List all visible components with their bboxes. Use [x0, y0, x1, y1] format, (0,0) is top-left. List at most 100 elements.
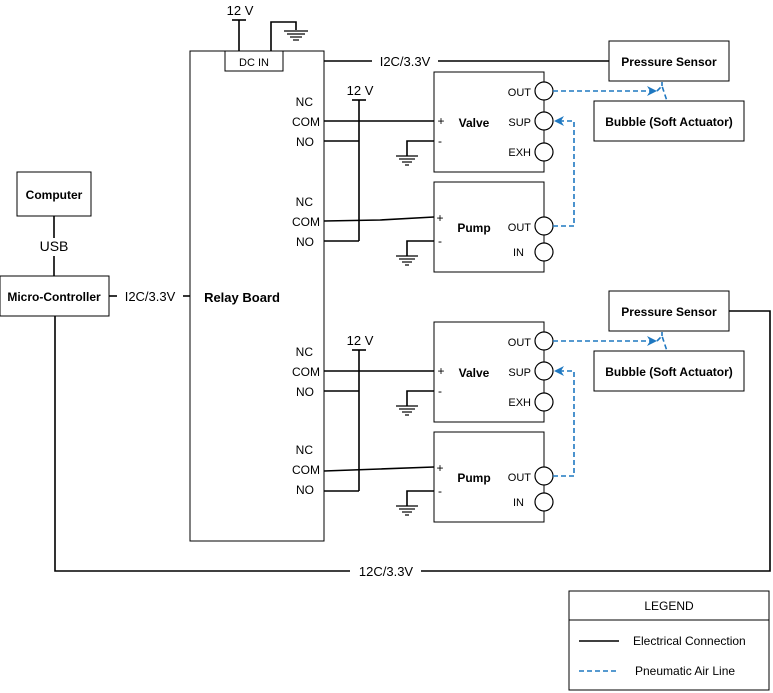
- legend-pneumatic-label: Pneumatic Air Line: [635, 664, 735, 678]
- valve-b-12v-label: 12 V: [347, 333, 374, 348]
- valve-a-label: Valve: [459, 116, 490, 130]
- valve-b-out-port: [534, 331, 554, 351]
- pump-a-in-label: IN: [513, 247, 524, 259]
- bubble-a-box: [593, 100, 745, 142]
- air-line-to-bubble-b: [656, 334, 668, 352]
- relay3-com-label: COM: [292, 365, 320, 379]
- valve-a-sup-label: SUP: [508, 117, 531, 129]
- valve-a-exh-label: EXH: [508, 147, 531, 159]
- ground-icon: [396, 505, 418, 516]
- ground-icon: [396, 405, 418, 416]
- air-line-pump-b-to-valve-b: [553, 370, 575, 477]
- dc-in-connector: [224, 50, 284, 72]
- i2c-bottom-bus: 12C/3.3V: [54, 310, 771, 579]
- valve-b-label: Valve: [459, 366, 490, 380]
- relay2-com-wire: [323, 216, 435, 222]
- valve-b-exh-port: [534, 392, 554, 412]
- pressure-sensor-a-label: Pressure Sensor: [621, 55, 717, 69]
- controller-section: Computer USB Micro-Controller I2C/3.3V: [0, 171, 190, 317]
- valve-b-minus: -: [438, 384, 442, 398]
- pump-b-in-port: [534, 492, 554, 512]
- valve-a-minus: -: [438, 134, 442, 148]
- valve-a-sup-port: [534, 111, 554, 131]
- valve-b-sup-port: [534, 361, 554, 381]
- channel-b: 12 V Valve + - OUT SUP EXH Pump + - OUT …: [323, 290, 745, 523]
- relay2-no-label: NO: [296, 235, 314, 249]
- relay4-com-wire: [323, 466, 435, 472]
- i2c-label-top: I2C/3.3V: [380, 54, 431, 69]
- bubble-b-label: Bubble (Soft Actuator): [605, 365, 733, 379]
- relay-board: DC IN Relay Board NC COM NO NC COM NO NC…: [189, 50, 325, 542]
- power-input: 12 V: [227, 3, 308, 52]
- pump-a-label: Pump: [457, 221, 490, 235]
- micro-controller-label: Micro-Controller: [7, 290, 101, 304]
- valve-a-12v-label: 12 V: [347, 83, 374, 98]
- valve-b-sup-label: SUP: [508, 367, 531, 379]
- pressure-sensor-b-box: [608, 290, 730, 332]
- pump-a-box: [433, 181, 545, 273]
- pump-b-box: [433, 431, 545, 523]
- relay3-nc-label: NC: [296, 345, 314, 359]
- valve-b-ground-wire: [406, 390, 434, 406]
- relay3-no-label: NO: [296, 385, 314, 399]
- i2c-bottom-wire-right: [421, 310, 771, 572]
- ground-icon: [396, 255, 418, 266]
- air-arrow-sensor-b: [647, 336, 657, 346]
- pump-a-in-port: [534, 242, 554, 262]
- i2c-bottom-wire-left: [54, 316, 350, 572]
- relay4-no-label: NO: [296, 483, 314, 497]
- legend-title: LEGEND: [644, 599, 694, 613]
- pump-b-minus: -: [438, 484, 442, 498]
- relay2-nc-label: NC: [296, 195, 314, 209]
- pump-b-label: Pump: [457, 471, 490, 485]
- air-arrow-valve-a-sup: [554, 116, 564, 126]
- pump-b-out-port: [534, 466, 554, 486]
- ground-icon: [284, 30, 308, 41]
- valve-b-box: [433, 321, 545, 423]
- channel-a: 12 V Valve + - OUT SUP EXH Pump + - OUT …: [323, 40, 745, 273]
- relay1-nc-label: NC: [296, 95, 314, 109]
- computer-label: Computer: [26, 188, 83, 202]
- relay4-com-label: COM: [292, 463, 320, 477]
- valve-a-box: [433, 71, 545, 173]
- pump-a-minus: -: [438, 234, 442, 248]
- i2c-label-bottom: 12C/3.3V: [359, 564, 414, 579]
- computer-box: [16, 171, 92, 217]
- i2c-label-controller: I2C/3.3V: [125, 289, 176, 304]
- air-line-pump-a-to-valve-a: [553, 120, 575, 227]
- i2c-top-bus: I2C/3.3V: [324, 54, 609, 69]
- power-12v-label-top: 12 V: [227, 3, 254, 18]
- pump-a-ground-wire: [406, 240, 434, 256]
- legend: LEGEND Electrical Connection Pneumatic A…: [568, 590, 770, 691]
- bubble-a-label: Bubble (Soft Actuator): [605, 115, 733, 129]
- valve-b-out-label: OUT: [508, 337, 532, 349]
- pump-b-ground-wire: [406, 490, 434, 506]
- valve-a-ground-wire: [406, 140, 434, 156]
- relay2-com-label: COM: [292, 215, 320, 229]
- pressure-sensor-b-label: Pressure Sensor: [621, 305, 717, 319]
- air-arrow-sensor-a: [647, 86, 657, 96]
- pump-a-plus: +: [436, 211, 443, 225]
- valve-b-plus: +: [437, 364, 444, 378]
- dc-ground-wire: [270, 21, 297, 52]
- relay1-com-label: COM: [292, 115, 320, 129]
- pump-b-out-label: OUT: [508, 472, 532, 484]
- relay4-nc-label: NC: [296, 443, 314, 457]
- dc-in-label: DC IN: [239, 57, 269, 69]
- relay-board-box: [189, 50, 325, 542]
- relay1-no-label: NO: [296, 135, 314, 149]
- legend-electrical-label: Electrical Connection: [633, 634, 746, 648]
- bubble-b-box: [593, 350, 745, 392]
- relay-board-label: Relay Board: [204, 290, 280, 305]
- usb-label: USB: [40, 238, 69, 254]
- pump-b-in-label: IN: [513, 497, 524, 509]
- air-arrow-valve-b-sup: [554, 366, 564, 376]
- pump-a-out-port: [534, 216, 554, 236]
- air-line-to-bubble-a: [656, 84, 668, 102]
- valve-b-exh-label: EXH: [508, 397, 531, 409]
- valve-a-out-port: [534, 81, 554, 101]
- ground-icon: [396, 155, 418, 166]
- valve-a-out-label: OUT: [508, 87, 532, 99]
- pump-b-plus: +: [436, 461, 443, 475]
